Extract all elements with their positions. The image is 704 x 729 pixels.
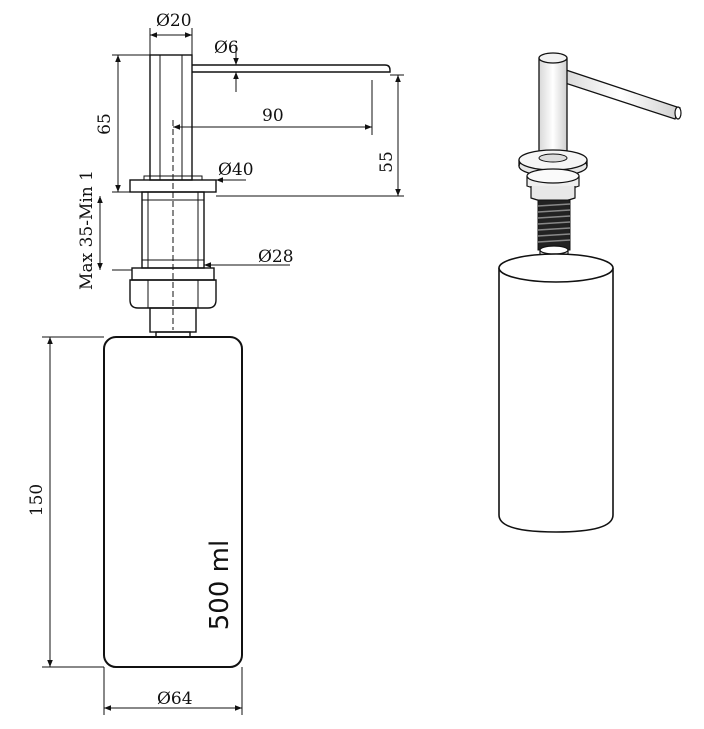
dim-spout-diameter: Ø20 xyxy=(156,11,192,31)
dim-bottle-diameter: Ø64 xyxy=(157,689,193,709)
dim-thread-diameter: Ø28 xyxy=(258,247,294,267)
perspective-spout-body xyxy=(538,58,568,159)
dim-bottle-height: 150 xyxy=(27,484,47,516)
dim-nozzle-diameter: Ø6 xyxy=(214,38,239,58)
perspective-spout-arm xyxy=(561,69,681,120)
dim-flange-diameter: Ø40 xyxy=(218,160,254,180)
dim-countertop-thickness: Max 35-Min 1 xyxy=(77,170,97,290)
dim-reach: 90 xyxy=(262,106,284,126)
perspective-bottle xyxy=(498,268,614,533)
spout-body xyxy=(149,54,193,181)
bottle-capacity-label: 500 ml xyxy=(205,540,235,630)
perspective-view xyxy=(498,52,682,533)
spout-arm xyxy=(192,64,391,73)
front-view xyxy=(103,54,391,668)
perspective-thread xyxy=(537,199,571,251)
bottle-outline xyxy=(103,336,243,668)
dim-spout-height: 55 xyxy=(377,151,397,173)
dim-height: 65 xyxy=(95,113,115,135)
dimension-lines xyxy=(42,28,404,715)
